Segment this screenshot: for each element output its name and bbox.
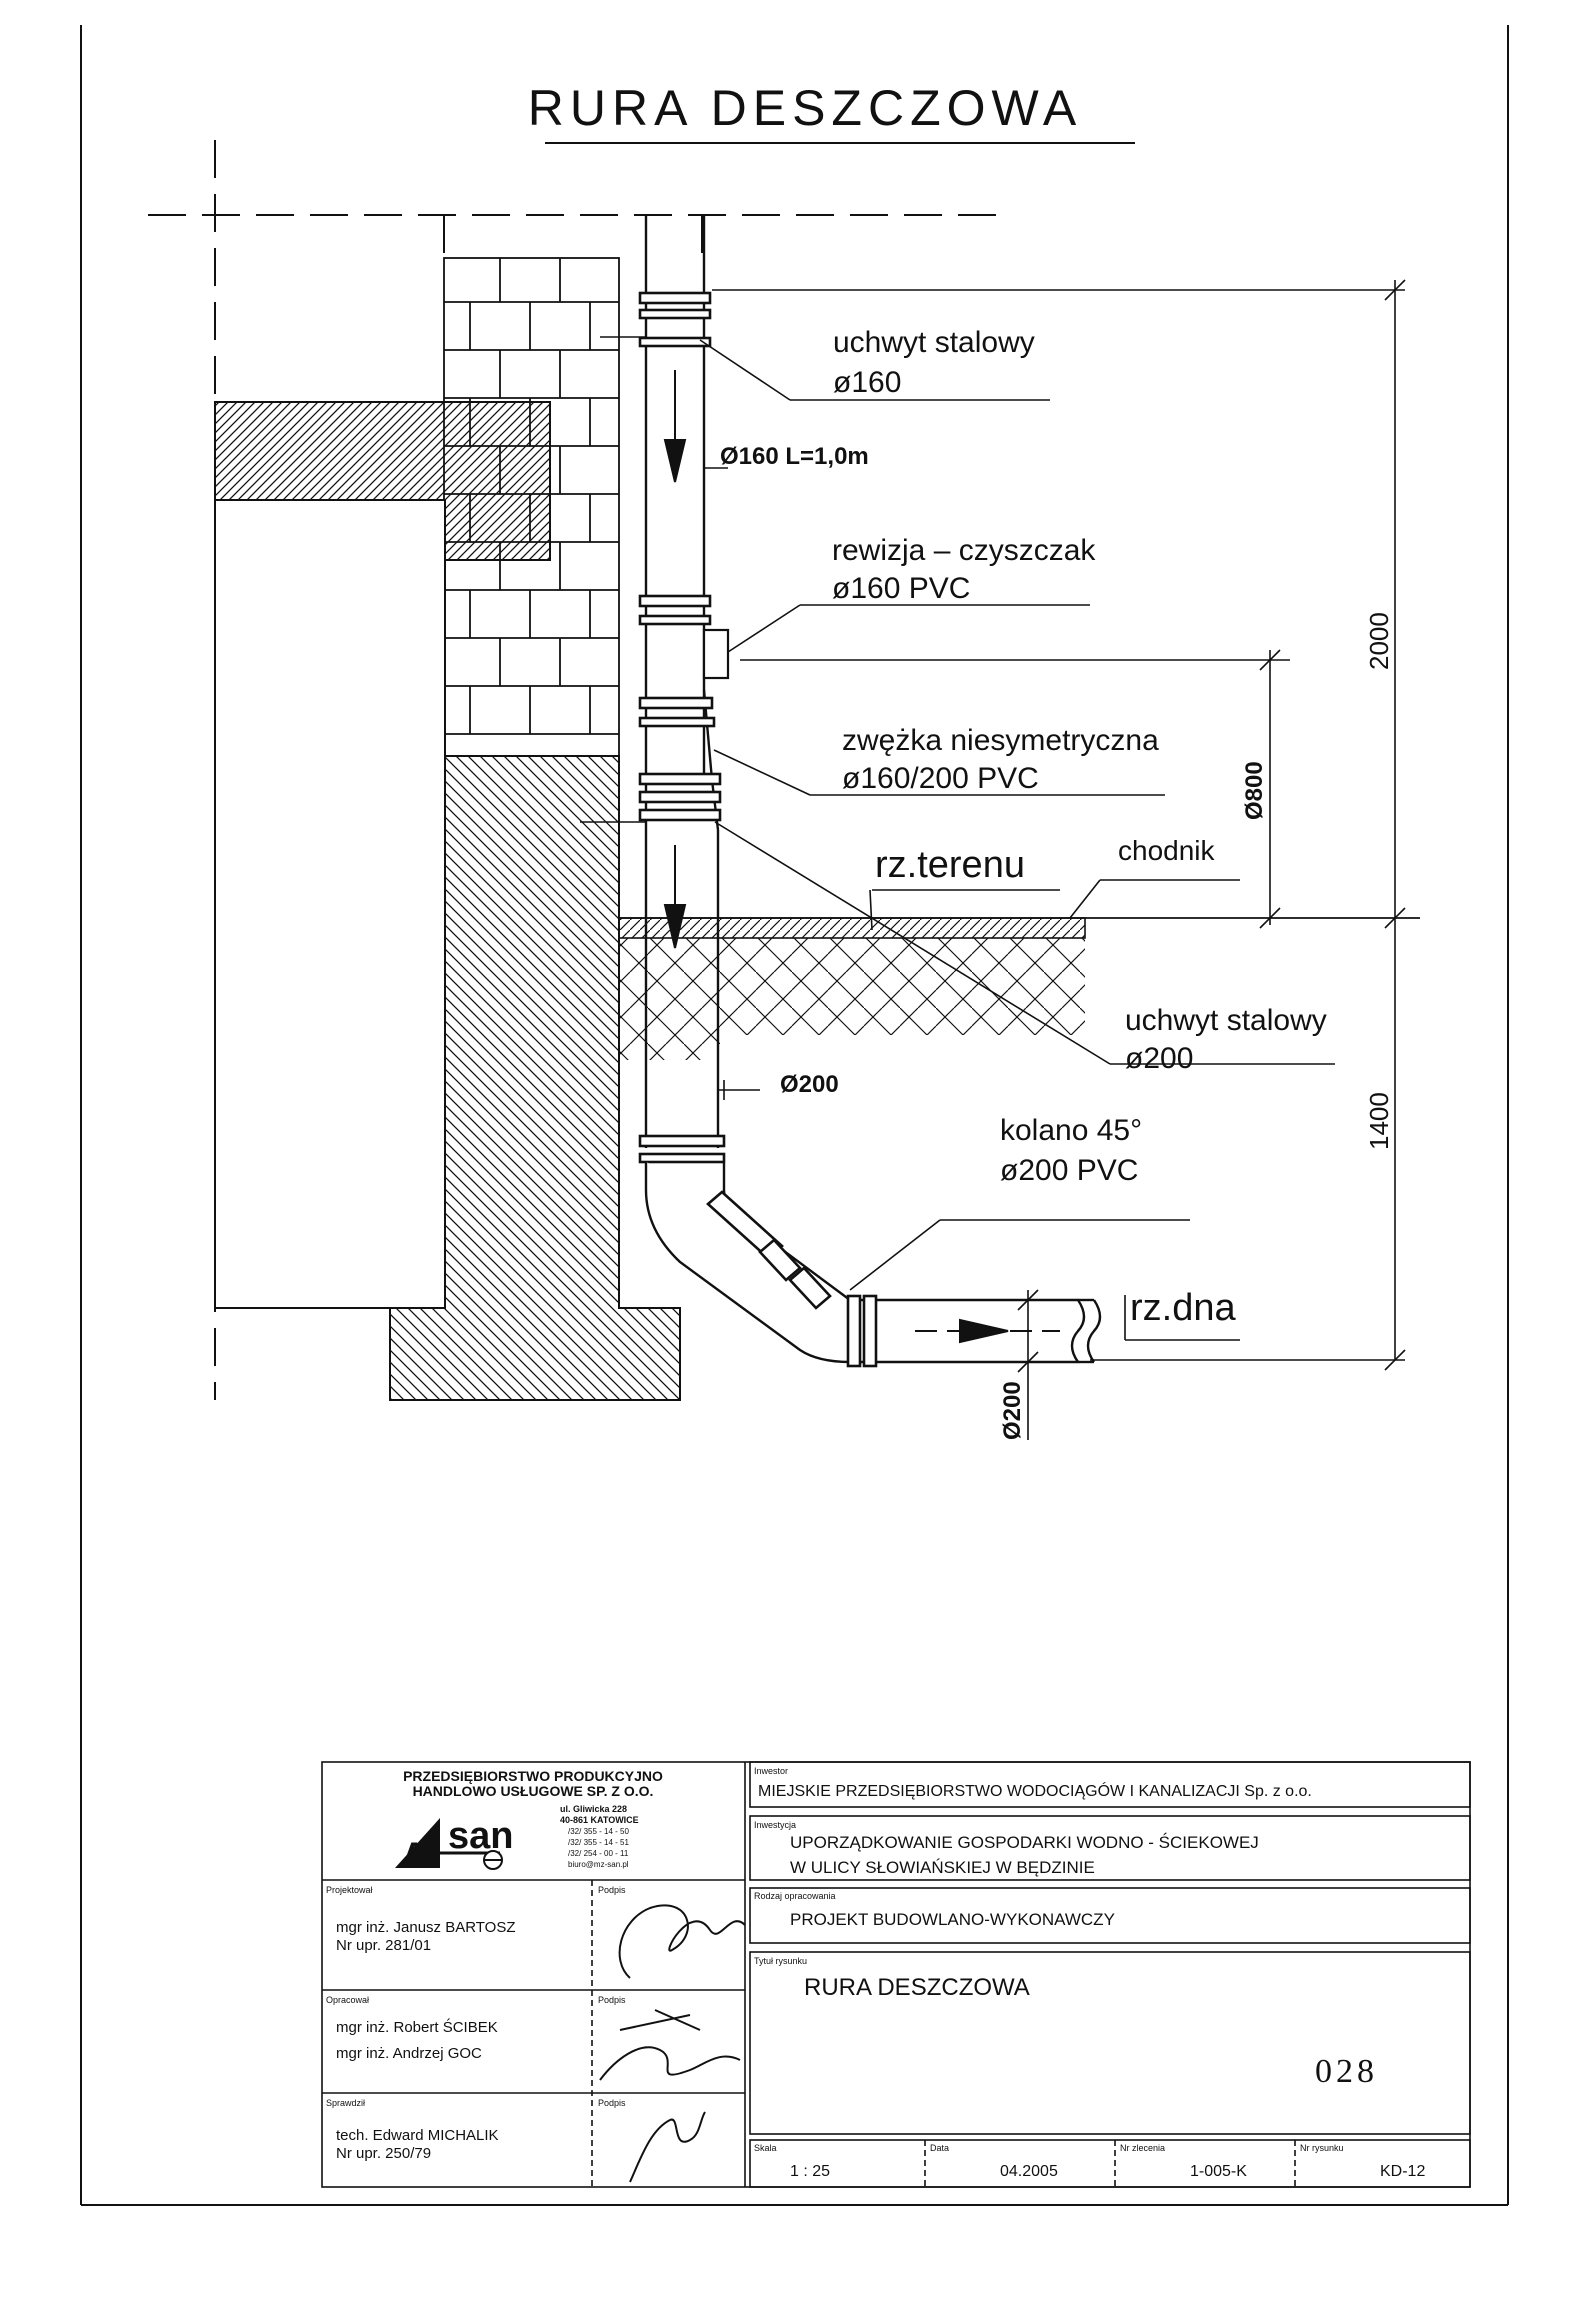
- investor-value: MIEJSKIE PRZEDSIĘBIORSTWO WODOCIĄGÓW I K…: [758, 1781, 1312, 1800]
- dimension-reducer: Ø800: [1241, 761, 1268, 820]
- dimension-lower: 1400: [1364, 1092, 1394, 1150]
- bracket-bottom-size: ø200: [1125, 1042, 1193, 1075]
- leader-lines: [580, 336, 1335, 1341]
- bracket-top-size: ø160: [833, 366, 901, 399]
- work-type-label: Rodzaj opracowania: [754, 1891, 836, 1901]
- bracket-bottom-label: uchwyt stalowy: [1125, 1004, 1327, 1037]
- company-phone-1: /32/ 355 - 14 - 50: [568, 1827, 629, 1836]
- drawing-title-label: Tytuł rysunku: [754, 1956, 807, 1966]
- drawing-no-value: KD-12: [1380, 2163, 1425, 2180]
- logo-text: san: [448, 1815, 513, 1857]
- title-block-text: PRZEDSIĘBIORSTWO PRODUKCYJNO HANDLOWO US…: [326, 1766, 1425, 2180]
- company-address-1: ul. Gliwicka 228: [560, 1804, 627, 1814]
- work-type-value: PROJEKT BUDOWLANO-WYKONAWCZY: [790, 1910, 1115, 1929]
- dimension-outlet: Ø200: [999, 1381, 1026, 1440]
- company-name-1: PRZEDSIĘBIORSTWO PRODUKCYJNO: [403, 1768, 663, 1784]
- flow-arrows: [663, 370, 1060, 1344]
- inspection-cap: [702, 628, 730, 680]
- checked-license: Nr upr. 250/79: [336, 2145, 431, 2162]
- prepared-label: Opracował: [326, 1995, 369, 2005]
- sidewalk-surface: [618, 917, 1086, 939]
- investment-line-2: W ULICY SŁOWIAŃSKIEJ W BĘDZINIE: [790, 1858, 1095, 1877]
- investor-label: Inwestor: [754, 1766, 788, 1776]
- date-label: Data: [930, 2143, 949, 2153]
- designer-sign-label: Podpis: [598, 1885, 626, 1895]
- order-value: 1-005-K: [1190, 2163, 1247, 2180]
- drawing-title-value: RURA DESZCZOWA: [804, 1974, 1030, 2001]
- elbow-size: ø200 PVC: [1000, 1154, 1138, 1187]
- pipe-rings: [638, 291, 726, 1164]
- reducer-size: ø160/200 PVC: [842, 762, 1039, 795]
- pipe-bottom-label: Ø200: [780, 1071, 839, 1098]
- company-phone-3: /32/ 254 - 00 - 11: [568, 1849, 629, 1858]
- designer-label: Projektował: [326, 1885, 373, 1895]
- company-email: biuro@mz-san.pl: [568, 1860, 629, 1869]
- checked-name: tech. Edward MICHALIK: [336, 2127, 499, 2144]
- sheet-number: 028: [1315, 2053, 1378, 2090]
- sidewalk-label: chodnik: [1118, 835, 1216, 866]
- inspection-size: ø160 PVC: [832, 572, 970, 605]
- investment-line-1: UPORZĄDKOWANIE GOSPODARKI WODNO - ŚCIEKO…: [790, 1833, 1259, 1852]
- pipe-top-label: Ø160 L=1,0m: [720, 443, 869, 470]
- designer-name: mgr inż. Janusz BARTOSZ: [336, 1919, 516, 1936]
- checked-sign-label: Podpis: [598, 2098, 626, 2108]
- drawing-no-label: Nr rysunku: [1300, 2143, 1344, 2153]
- logo-initial: A: [402, 1836, 427, 1874]
- elbow-and-outlet: [644, 1162, 1102, 1364]
- company-name-2: HANDLOWO USŁUGOWE SP. Z O.O.: [413, 1783, 654, 1799]
- company-phone-2: /32/ 355 - 14 - 51: [568, 1838, 629, 1847]
- dimension-upper: 2000: [1364, 612, 1394, 670]
- title-block: [321, 1761, 1471, 2188]
- signatures: [599, 1904, 746, 2183]
- investment-label: Inwestycja: [754, 1820, 796, 1830]
- company-logo: A san: [395, 1815, 513, 1874]
- invert-level-label: rz.dna: [1130, 1287, 1236, 1329]
- scale-label: Skala: [754, 2143, 777, 2153]
- order-label: Nr zlecenia: [1120, 2143, 1165, 2153]
- prepared-sign-label: Podpis: [598, 1995, 626, 2005]
- ground-level-label: rz.terenu: [875, 844, 1025, 886]
- soil: [619, 938, 1085, 1060]
- checked-label: Sprawdził: [326, 2098, 365, 2108]
- elbow-label: kolano 45°: [1000, 1114, 1142, 1147]
- designer-license: Nr upr. 281/01: [336, 1937, 431, 1954]
- inspection-label: rewizja – czyszczak: [832, 534, 1096, 567]
- dimension-lines: [703, 279, 1406, 1440]
- reducer-label: zwężka niesymetryczna: [842, 724, 1159, 757]
- basement-void: [214, 499, 446, 1309]
- prepared-name-1: mgr inż. Robert ŚCIBEK: [336, 2018, 498, 2036]
- annotations: uchwyt stalowy ø160 Ø160 L=1,0m rewizja …: [720, 326, 1394, 1440]
- drawing-title: RURA DESZCZOWA: [528, 80, 1082, 136]
- date-value: 04.2005: [1000, 2163, 1058, 2180]
- elbow-rings: [706, 1190, 878, 1368]
- company-address-2: 40-861 KATOWICE: [560, 1815, 639, 1825]
- bracket-top-label: uchwyt stalowy: [833, 326, 1035, 359]
- prepared-name-2: mgr inż. Andrzej GOC: [336, 2045, 482, 2062]
- scale-value: 1 : 25: [790, 2163, 830, 2180]
